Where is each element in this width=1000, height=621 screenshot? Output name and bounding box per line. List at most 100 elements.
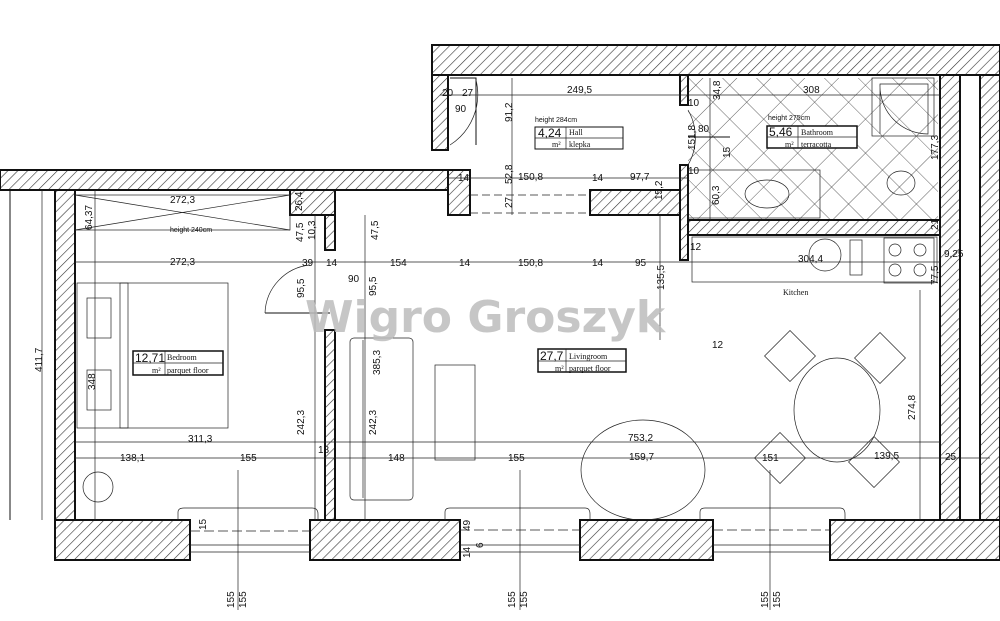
dimension-label: 20 (442, 88, 454, 99)
dimension-label: 12 (712, 340, 724, 351)
dimension-label: 155 (226, 591, 237, 608)
bathroom-name: Bathroom (801, 128, 834, 137)
walls (0, 44, 1000, 561)
dimension-label: 77,5 (930, 265, 941, 285)
hall-height: height 284cm (535, 117, 577, 124)
dimension-label: 14 (592, 258, 604, 269)
dimension-label: 151 (762, 453, 779, 464)
dimension-label: 308 (803, 85, 820, 96)
dimension-label: 151,8 (687, 125, 698, 150)
wardrobe-height: height 240cm (170, 227, 212, 234)
dimension-label: 272,3 (170, 257, 195, 268)
livingroom-unit: m² (555, 364, 564, 373)
dimension-label: 14 (462, 546, 473, 558)
hall-floor: klepka (569, 140, 591, 149)
dimension-label: 21 (930, 218, 941, 230)
dimension-label: 27 (504, 196, 515, 208)
dimension-label: 411,7 (34, 347, 45, 372)
bedroom-name: Bedroom (167, 353, 198, 362)
dimension-label: 95,5 (368, 276, 379, 296)
dimension-label: 311,3 (188, 434, 213, 445)
dimension-label: 60,3 (711, 185, 722, 205)
dimension-label: 39 (302, 258, 314, 269)
dimension-label: 139,5 (874, 451, 899, 462)
hall-area: 4,24 (538, 126, 562, 140)
dimension-label: 90 (455, 104, 467, 115)
dimension-label: 95 (635, 258, 647, 269)
dimension-label: 15,2 (654, 180, 665, 200)
dimension-label: 242,3 (296, 410, 307, 435)
dimension-label: 155 (507, 591, 518, 608)
dimension-label: 155 (760, 591, 771, 608)
dimension-label: 34,8 (712, 80, 723, 100)
hall-name: Hall (569, 128, 584, 137)
dimension-label: 138,1 (120, 453, 145, 464)
dimension-label: 52,8 (504, 164, 515, 184)
dimension-label: 12 (690, 242, 702, 253)
dimension-label: 47,5 (370, 220, 381, 240)
dimension-label: 249,5 (567, 85, 592, 96)
dimension-label: 14 (326, 258, 338, 269)
room-label-bedroom: 12,71 Bedroom m² parquet floor (132, 350, 224, 376)
vertical-dimension-labels: 91,2 151,8 34,8 15 177,3 52,8 27 15,2 60… (34, 80, 941, 608)
dimension-label: 64,37 (84, 205, 95, 230)
bedroom-area: 12,71 (135, 351, 165, 365)
dimension-labels: 20 27 90 249,5 10 308 80 10 14 150,8 14 … (120, 85, 964, 464)
livingroom-floor: parquet floor (569, 364, 611, 373)
dimension-label: 27 (462, 88, 474, 99)
dimension-label: 10,3 (307, 220, 318, 240)
bathroom-unit: m² (785, 140, 794, 149)
dimension-label: 753,2 (628, 433, 653, 444)
dimension-label: 150,8 (518, 258, 543, 269)
dimension-label: 150,8 (518, 172, 543, 183)
dimension-label: 95,5 (296, 278, 307, 298)
bathroom-height: height 275cm (768, 115, 810, 122)
dimension-label: 97,7 (630, 172, 650, 183)
bedroom-floor: parquet floor (167, 366, 209, 375)
dimension-label: 272,3 (170, 195, 195, 206)
dimension-label: 49 (462, 519, 473, 531)
furniture (74, 77, 938, 521)
watermark: Wigro Groszyk (305, 292, 667, 343)
dimension-label: 304,4 (798, 254, 823, 265)
dimension-label: 348 (87, 373, 98, 390)
dimension-label: 242,3 (368, 410, 379, 435)
dimension-label: 80 (698, 124, 710, 135)
dimension-label: 90 (348, 274, 360, 285)
dimension-label: 15 (722, 146, 733, 158)
dimension-label: 155 (240, 453, 257, 464)
dimension-label: 26,4 (294, 191, 305, 211)
room-label-bathroom: height 275cm 5,46 Bathroom m² terracotta (766, 115, 858, 149)
livingroom-name: Livingroom (569, 352, 608, 361)
dimension-label: 15 (198, 518, 209, 530)
kitchen-label: Kitchen (783, 288, 808, 297)
dimension-label: 135,5 (656, 265, 667, 290)
dimension-label: 10 (688, 98, 700, 109)
dimension-label: 18 (318, 445, 330, 456)
dimension-label: 6 (475, 542, 486, 548)
dimension-label: 91,2 (504, 102, 515, 122)
dimension-label: 154 (390, 258, 407, 269)
dimension-label: 14 (459, 258, 471, 269)
dimension-label: 9,25 (944, 249, 964, 260)
dimension-label: 155 (772, 591, 783, 608)
dimension-label: 148 (388, 453, 405, 464)
dimension-label: 385,3 (372, 350, 383, 375)
dimension-label: 274,8 (907, 395, 918, 420)
bathroom-floor: terracotta (801, 140, 832, 149)
dimension-label: 25 (945, 452, 957, 463)
bedroom-unit: m² (152, 366, 161, 375)
bathroom-area: 5,46 (769, 125, 793, 139)
dimension-label: 14 (458, 173, 470, 184)
dimension-label: 155 (508, 453, 525, 464)
doors (264, 77, 730, 314)
dimension-lines (41, 78, 990, 610)
room-label-hall: height 284cm 4,24 Hall m² klepka (534, 117, 624, 150)
dimension-label: 155 (238, 591, 249, 608)
bathroom-tiles (688, 78, 938, 220)
dimension-label: 10 (688, 166, 700, 177)
livingroom-area: 27,7 (540, 349, 564, 363)
dimension-label: 159,7 (629, 452, 654, 463)
dimension-label: 177,3 (930, 135, 941, 160)
